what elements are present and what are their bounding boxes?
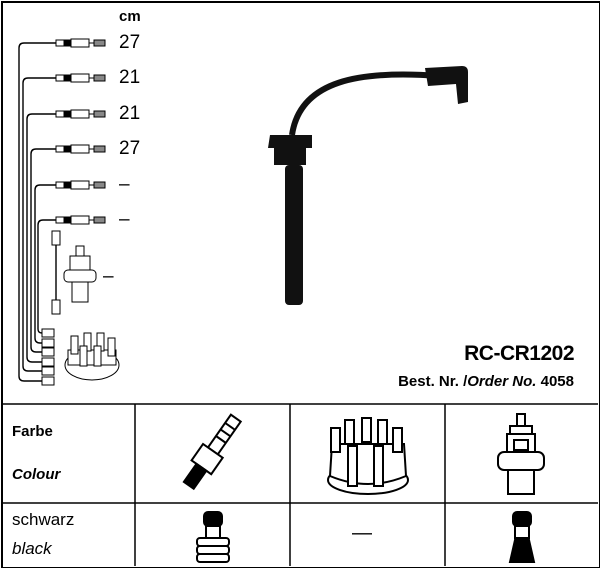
- spark-plug-icon: [182, 413, 243, 491]
- order-label-de: Best. Nr.: [398, 373, 459, 390]
- cable-length: 27: [119, 138, 141, 159]
- distributor-cap-icon: [327, 417, 409, 495]
- table-grid: [2, 403, 598, 566]
- cable-length: 27: [119, 32, 141, 53]
- ignition-coil-icon: [497, 413, 545, 495]
- colour-header-en: Colour: [12, 466, 61, 483]
- spark-plug-boot-icon: [196, 511, 230, 563]
- cable-length: –: [119, 174, 130, 195]
- product-code: RC-CR1202: [464, 342, 574, 365]
- colour-value-en: black: [12, 539, 52, 558]
- cable-length: –: [119, 209, 130, 230]
- unit-label: cm: [119, 8, 141, 25]
- ignition-cable-illustration: [268, 66, 468, 305]
- coil-boot-icon: [508, 511, 536, 563]
- wire-set-diagram: [18, 42, 56, 382]
- colour-value-de: schwarz: [12, 510, 75, 529]
- cable-length: –: [103, 266, 114, 287]
- order-number-value: 4058: [540, 373, 574, 390]
- plug-connectors: [41, 38, 120, 386]
- cable-length: 21: [119, 103, 141, 124]
- order-label-en: Order No.: [467, 373, 537, 390]
- cable-length: 21: [119, 67, 141, 88]
- order-number: Best. Nr. /Order No. 4058: [398, 373, 574, 390]
- colour-header-de: Farbe: [12, 423, 53, 440]
- distributor-not-applicable: —: [352, 522, 372, 544]
